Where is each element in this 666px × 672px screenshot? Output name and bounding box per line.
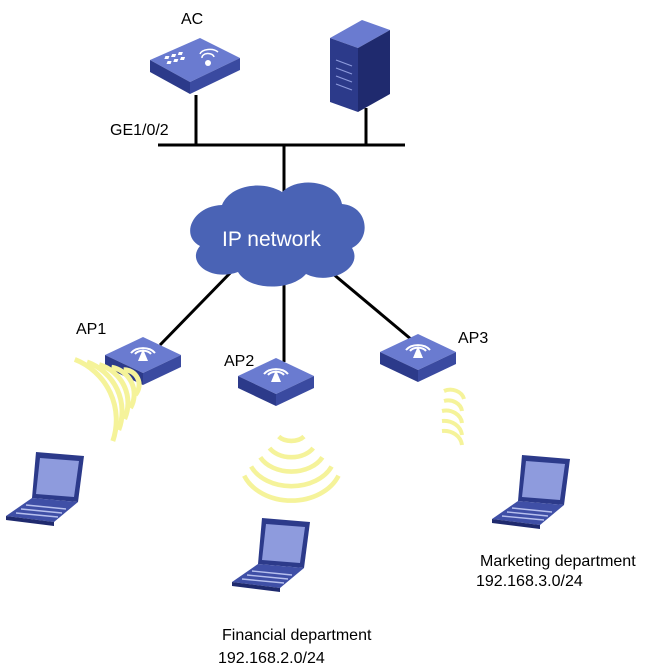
laptop-icon-1 <box>5 451 85 527</box>
connection-lines <box>158 95 413 362</box>
server-icon <box>330 20 390 112</box>
ap1-wifi-signal-icon <box>73 357 142 442</box>
ac-label: AC <box>181 11 203 28</box>
ap3-wifi-signal-icon <box>441 387 466 446</box>
cloud-icon <box>190 182 365 287</box>
ap3-link <box>325 266 413 342</box>
marketing-department-name: Marketing department <box>480 553 636 570</box>
marketing-department-subnet: 192.168.3.0/24 <box>476 573 583 590</box>
laptop-icon-2 <box>231 517 311 593</box>
financial-department-subnet: 192.168.2.0/24 <box>218 650 325 667</box>
ap3-icon <box>379 333 457 383</box>
laptop-icon-3 <box>491 454 571 530</box>
ap2-wifi-signal-icon <box>242 434 341 503</box>
cloud-label: IP network <box>222 228 321 251</box>
ap1-link <box>158 266 237 347</box>
financial-department-name: Financial department <box>222 627 372 644</box>
ap2-label: AP2 <box>224 353 254 370</box>
ac-device-icon <box>150 38 240 94</box>
ap1-label: AP1 <box>76 321 106 338</box>
port-label: GE1/0/2 <box>110 122 169 139</box>
ap3-label: AP3 <box>458 330 488 347</box>
